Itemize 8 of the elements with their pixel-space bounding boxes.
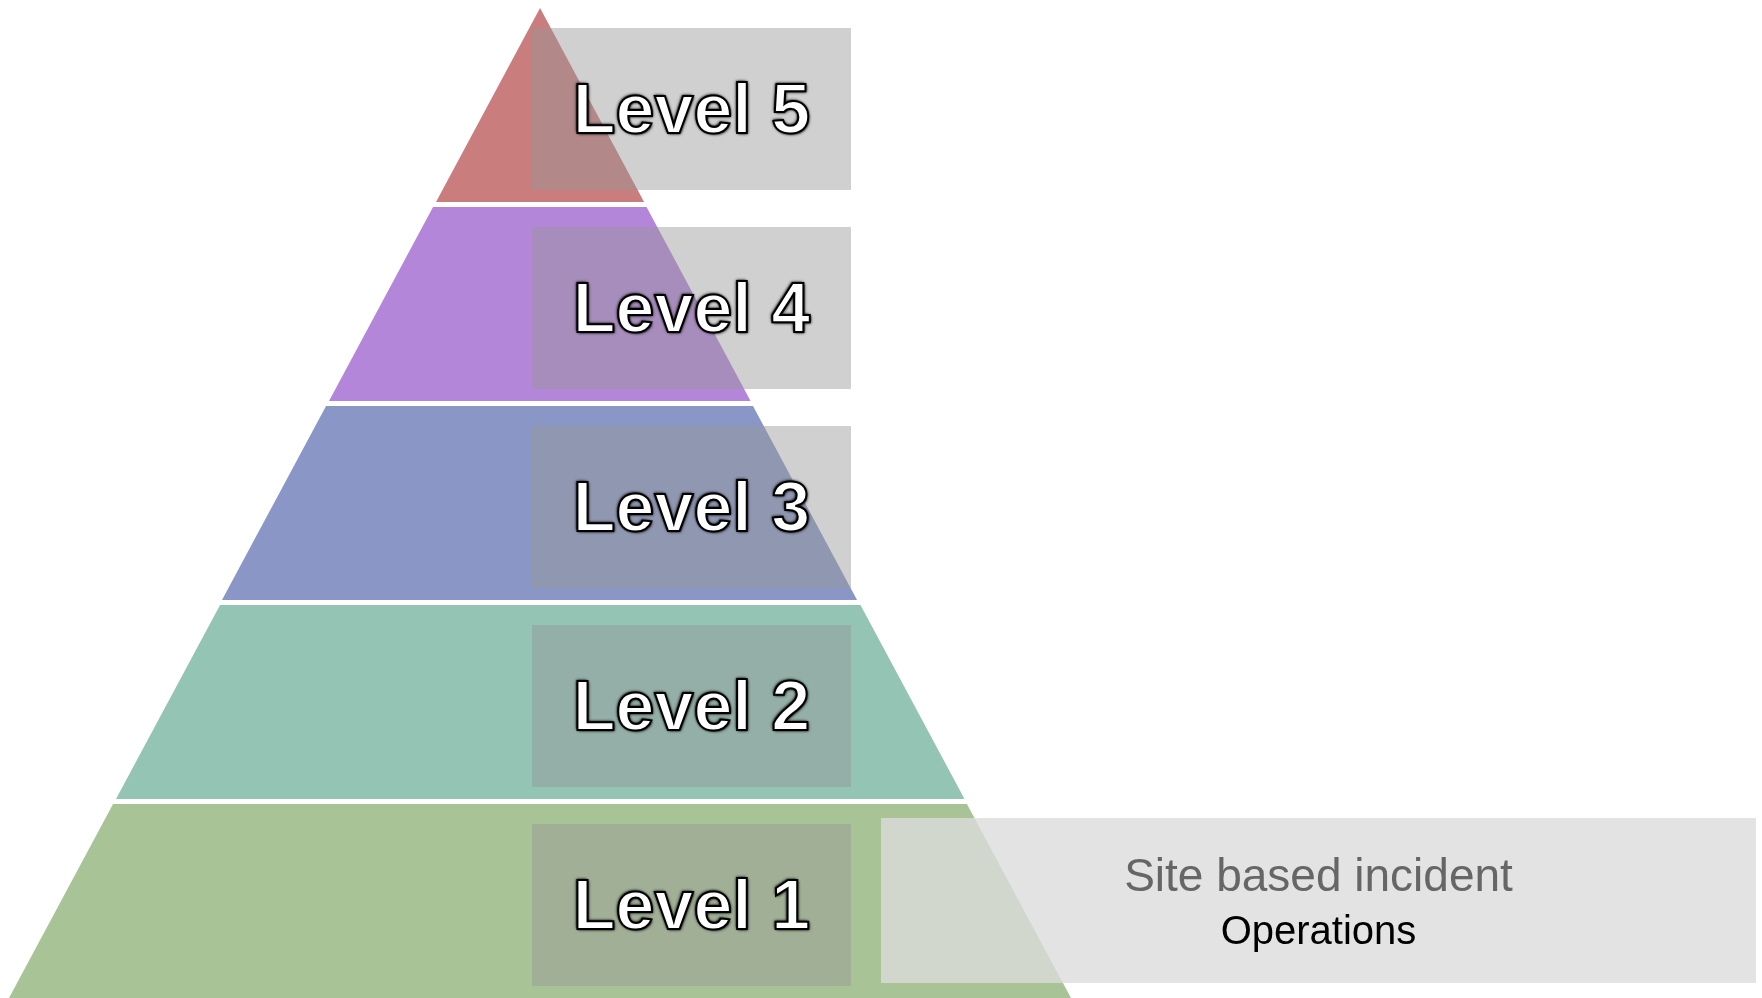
tier-label: Level 2 bbox=[572, 666, 811, 746]
info-panel bbox=[881, 818, 1756, 983]
tier-label: Level 1 bbox=[572, 865, 811, 945]
panel-heading: Site based incident bbox=[1124, 848, 1513, 902]
tier-label: Level 3 bbox=[572, 467, 811, 547]
pyramid-tier bbox=[222, 406, 858, 600]
panel-subtext: Operations bbox=[1220, 908, 1417, 953]
pyramid-tier bbox=[115, 605, 965, 799]
